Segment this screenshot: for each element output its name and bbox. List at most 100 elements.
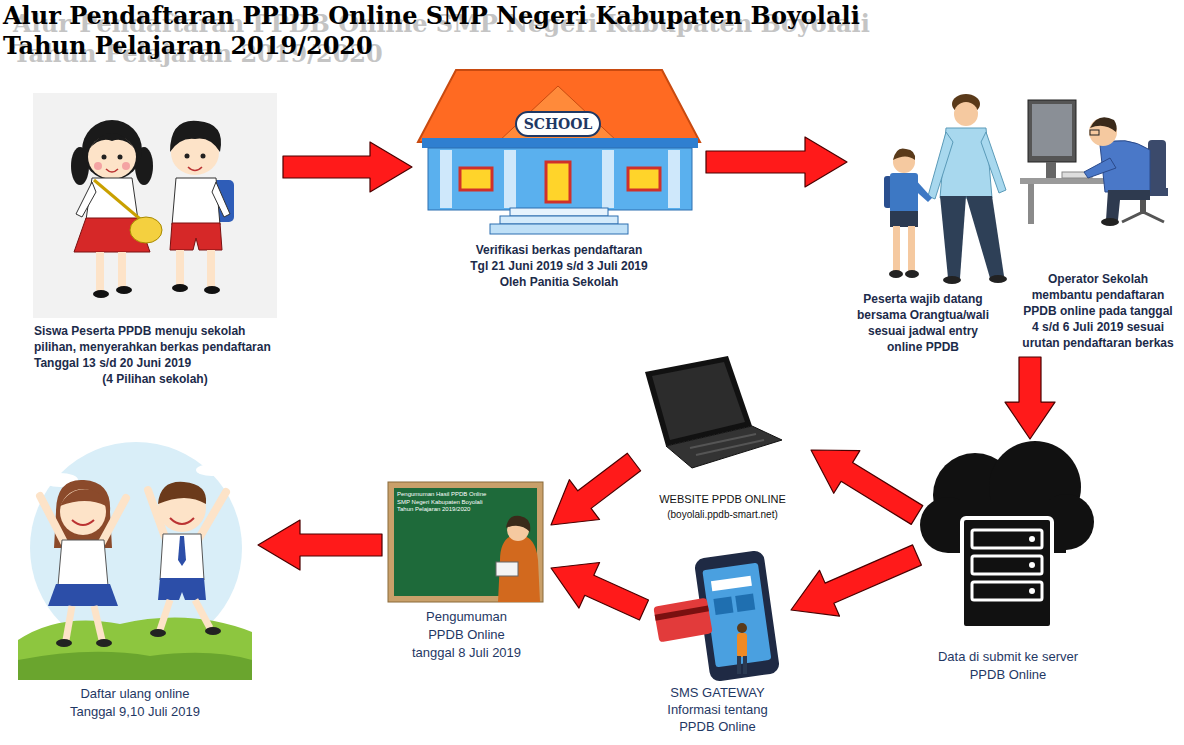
step-caption: Siswa Peserta PPDB menuju sekolah piliha… [34, 323, 276, 371]
flow-arrow [551, 563, 649, 621]
parent-child-part [954, 102, 978, 126]
sign-text: SCHOOL [516, 112, 600, 136]
step-node: SMS GATEWAY Informasi tentang PPDB Onlin… [650, 550, 785, 735]
kids-jumping-part [148, 490, 166, 540]
students-walking-part [88, 133, 136, 150]
flow-arrow [258, 520, 382, 570]
cloud-server-part [1029, 588, 1035, 594]
cloud-server-part [1029, 562, 1035, 568]
sms-phone-part [713, 597, 733, 615]
school-building-part [418, 70, 700, 142]
sms-phone-part [735, 594, 755, 612]
parent-child-part [889, 270, 903, 278]
step-caption: Verifikasi berkas pendaftaran Tgl 21 Jun… [467, 242, 651, 290]
kids-jumping-part [58, 540, 108, 586]
parent-child-part [893, 148, 915, 160]
kids-jumping-part [158, 578, 206, 600]
school-building-part [510, 208, 608, 216]
step-caption: (4 Pilihan sekolah) [34, 371, 276, 387]
step-node: Daftar ulang online Tanggal 9,10 Juli 20… [18, 445, 252, 721]
cloud-server-part [972, 582, 1042, 600]
parent-child-part [893, 226, 900, 272]
step-caption: WEBSITE PPDB ONLINE [640, 492, 805, 507]
cloud-server-part [962, 518, 1052, 628]
kids-jumping-part [60, 489, 106, 506]
school-building-part [516, 112, 600, 136]
flow-arrow [706, 137, 847, 187]
sms-phone-part [737, 633, 747, 657]
kids-jumping-part [40, 496, 66, 546]
kids-jumping-part [60, 489, 106, 535]
kids-jumping-part [100, 498, 126, 546]
parent-child-part [910, 178, 932, 202]
kids-jumping-part [48, 584, 118, 606]
school-operator-part [1028, 184, 1034, 224]
students-walking-part [172, 178, 220, 225]
kids-jumping-part [160, 600, 170, 630]
announcement-board [388, 482, 543, 602]
flow-arrow [551, 453, 641, 525]
announcement-board-part [496, 562, 518, 576]
students-walking-part [102, 155, 107, 160]
step-caption: Daftar ulang online Tanggal 9,10 Juli 20… [60, 685, 210, 721]
school-building-part [504, 150, 516, 208]
cloud-server-part [1029, 536, 1035, 542]
kids-jumping-part [205, 627, 221, 635]
sms-phone-part [702, 563, 771, 668]
school-building-part [440, 150, 452, 208]
students-walking-part [130, 217, 162, 243]
flow-arrow [791, 545, 921, 616]
laptop [645, 356, 782, 468]
school-operator-part [1028, 100, 1076, 162]
students-walking-part [201, 154, 206, 159]
students-walking-part [118, 252, 126, 288]
kids-jumping-part [158, 482, 206, 504]
students-walking-part [76, 182, 96, 217]
laptop-part [690, 434, 756, 448]
sms-phone-part [711, 576, 752, 591]
school-operator-part [1084, 158, 1116, 178]
parent-child-part [928, 132, 953, 199]
school-building-part [498, 86, 618, 142]
laptop-part [696, 440, 764, 455]
kids-jumping-part [198, 492, 226, 540]
students-walking-part [86, 178, 138, 220]
laptop-part [666, 426, 782, 468]
students-walking-part [82, 120, 142, 180]
kids-jumping-part [18, 618, 252, 680]
flow-arrow [1005, 357, 1055, 439]
cloud-server-part [972, 530, 1042, 548]
school-operator-part [1089, 118, 1117, 146]
sms-phone-part [655, 605, 709, 620]
students-walking-part [176, 250, 184, 286]
school-operator-part [1101, 218, 1119, 226]
kids-jumping-part [96, 639, 112, 647]
school-building-part [500, 216, 618, 224]
sms-phone [653, 550, 780, 683]
cloud-server [920, 441, 1094, 628]
parent-child-part [966, 196, 1004, 278]
parent-child-part [989, 275, 1007, 283]
students-walking-part [33, 93, 277, 318]
kids-jumping-part [66, 606, 72, 640]
school-operator-part [1106, 190, 1150, 220]
school-building [418, 70, 700, 234]
laptop-part [652, 362, 745, 440]
kids-jumping-part [195, 600, 210, 628]
kids-jumping [18, 442, 252, 680]
sms-phone-part [737, 656, 741, 674]
parent-child [884, 94, 1007, 284]
students-walking-part [122, 162, 130, 170]
sms-phone-part [653, 598, 712, 643]
kids-jumping-part [56, 639, 72, 647]
step-caption: Operator Sekolah membantu pendaftaran PP… [1021, 271, 1176, 351]
school-operator-part [1090, 130, 1099, 135]
school-operator [1020, 100, 1168, 226]
cloud-server-part [972, 556, 1042, 574]
kids-jumping-part [178, 536, 186, 566]
step-node: Operator Sekolah membantu pendaftaran PP… [1020, 95, 1176, 351]
students-walking-part [96, 252, 104, 292]
parent-child-part [981, 132, 1006, 193]
step-caption: Peserta wajib datang bersama Orangtua/wa… [854, 291, 992, 355]
